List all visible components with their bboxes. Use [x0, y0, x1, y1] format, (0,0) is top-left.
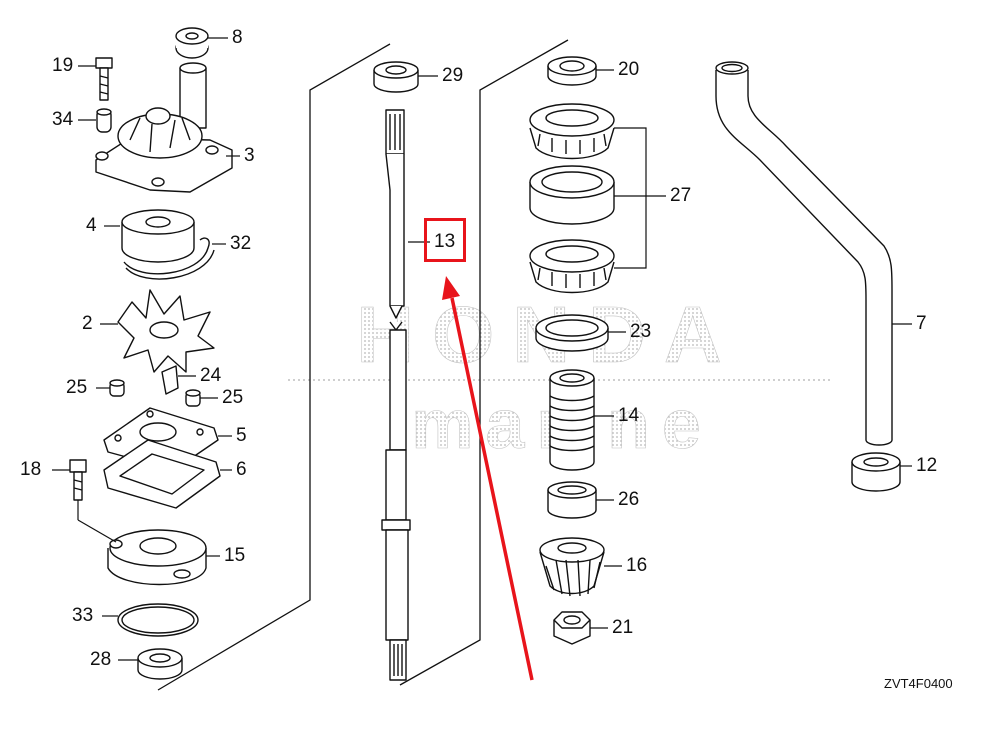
liner-part-4[interactable]	[121, 209, 195, 263]
key-part-24[interactable]	[161, 365, 179, 395]
part-label-25-left: 25	[66, 377, 88, 398]
drawing-code: ZVT4F0400	[884, 676, 953, 691]
o-ring-part-33[interactable]	[117, 603, 199, 637]
gasket-part-6[interactable]	[103, 439, 221, 509]
part-label-18: 18	[20, 459, 42, 480]
leader-lines	[52, 37, 912, 661]
pin-part-25-left[interactable]	[109, 379, 125, 397]
nut-part-21[interactable]	[553, 611, 591, 645]
grommet-part-8[interactable]	[175, 27, 209, 59]
housing-part-15[interactable]	[107, 529, 207, 586]
part-label-33: 33	[72, 605, 94, 626]
seal-part-32[interactable]	[123, 237, 215, 280]
part-label-7: 7	[916, 313, 927, 334]
part-label-21: 21	[612, 617, 634, 638]
part-label-29: 29	[442, 65, 464, 86]
part-label-5: 5	[236, 425, 247, 446]
part-label-13: 13	[434, 231, 456, 252]
nut-part-20[interactable]	[547, 56, 597, 86]
part-label-2: 2	[82, 313, 93, 334]
highlight-box-part-13	[424, 218, 466, 262]
bolt-part-19[interactable]	[95, 57, 113, 101]
dowel-part-34[interactable]	[96, 108, 112, 133]
sleeve-part-14[interactable]	[549, 369, 595, 471]
part-label-32: 32	[230, 233, 252, 254]
part-label-20: 20	[618, 59, 640, 80]
pump-housing-part-3[interactable]	[95, 62, 233, 193]
seal-part-29[interactable]	[373, 61, 419, 93]
part-label-14: 14	[618, 405, 640, 426]
part-label-6: 6	[236, 459, 247, 480]
seal-part-28[interactable]	[137, 648, 183, 680]
part-label-25-right: 25	[222, 387, 244, 408]
part-label-19: 19	[52, 55, 74, 76]
impeller-part-2[interactable]	[117, 289, 215, 373]
bolt-part-18[interactable]	[69, 459, 87, 501]
part-label-34: 34	[52, 109, 74, 130]
grommet-part-12[interactable]	[851, 452, 901, 492]
part-label-28: 28	[90, 649, 112, 670]
drive-shaft-part-13[interactable]	[381, 109, 411, 681]
water-tube-part-7[interactable]	[715, 61, 893, 446]
pin-part-25-right[interactable]	[185, 389, 201, 407]
part-label-15: 15	[224, 545, 246, 566]
needle-bearing-part-26[interactable]	[547, 481, 597, 519]
highlight-arrow	[442, 276, 534, 681]
frame-lines	[157, 39, 569, 691]
part-label-4: 4	[86, 215, 97, 236]
part-label-16: 16	[626, 555, 648, 576]
part-label-3: 3	[244, 145, 255, 166]
bearing-set-part-27[interactable]	[529, 103, 615, 294]
part-label-12: 12	[916, 455, 938, 476]
part-label-23: 23	[630, 321, 652, 342]
part-label-8: 8	[232, 27, 243, 48]
shim-part-23[interactable]	[535, 314, 609, 352]
pinion-gear-part-16[interactable]	[539, 537, 605, 597]
part-label-27: 27	[670, 185, 692, 206]
part-label-24: 24	[200, 365, 222, 386]
part-label-26: 26	[618, 489, 640, 510]
